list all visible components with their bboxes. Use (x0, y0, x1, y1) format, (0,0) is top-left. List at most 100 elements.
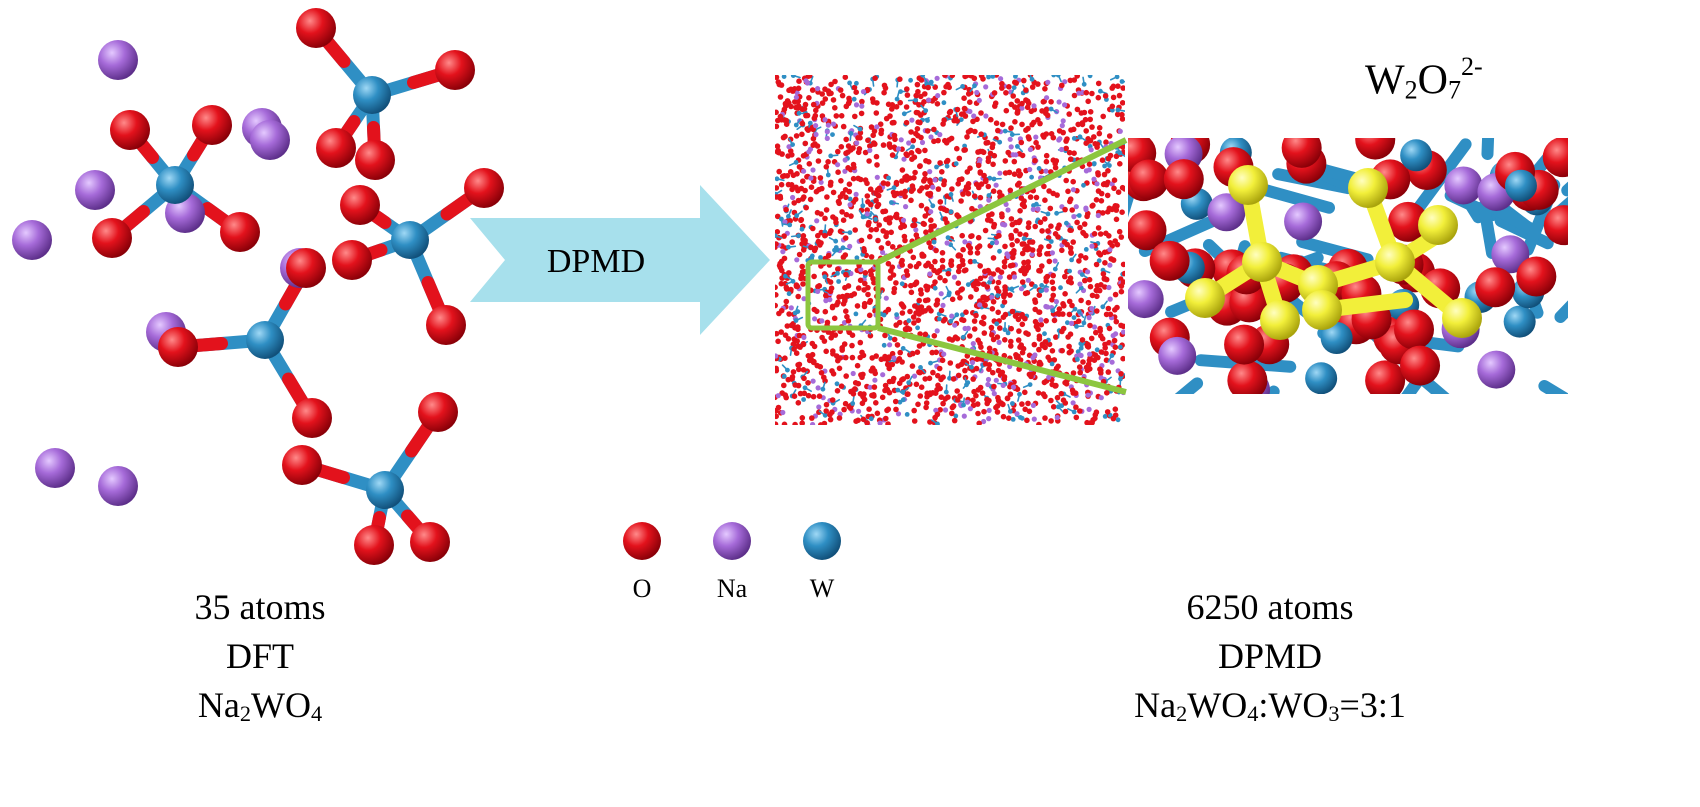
atom-dot (871, 279, 877, 286)
atom-dot (825, 159, 831, 165)
atom-dot (783, 286, 790, 292)
atom-dot (783, 117, 790, 124)
atom-dot (993, 239, 1000, 246)
atom-dot (1120, 85, 1125, 91)
atom-dot (1074, 75, 1080, 79)
atom-dot (932, 177, 938, 183)
atom-dot (1069, 207, 1075, 213)
atom-dot (796, 251, 803, 258)
atom-dot (1017, 208, 1023, 214)
atom-dot (801, 194, 807, 200)
atom-dot (983, 178, 989, 185)
atom-dot (948, 192, 954, 197)
atom-dot (976, 184, 982, 191)
atom-dot (987, 175, 993, 181)
atom-dot (815, 86, 821, 92)
atom-dot (1048, 418, 1054, 424)
atom-dot (901, 156, 907, 162)
atom-dot (1114, 75, 1120, 80)
atom-dot (1025, 331, 1031, 338)
atom-dot (1060, 129, 1066, 136)
atom-dot (864, 207, 870, 213)
atom-dot (1006, 274, 1013, 280)
atom-dot (903, 204, 909, 210)
atom-dot (937, 199, 944, 205)
w2o7-zoom-inset (1128, 138, 1568, 394)
bond (1266, 385, 1280, 394)
atom-dot (865, 291, 871, 298)
atom-dot (1095, 225, 1102, 231)
atom-dot (865, 137, 871, 144)
atom-dot (1009, 308, 1016, 315)
atom-dot (843, 211, 850, 218)
atom-dot (873, 400, 879, 406)
atom-dot (908, 77, 913, 83)
highlight-atom (1418, 205, 1458, 245)
atom-dot (1019, 121, 1025, 128)
atom-dot (963, 309, 969, 316)
atom-dot (792, 421, 798, 425)
atom-dot (1042, 339, 1049, 345)
atom-dot (1023, 87, 1029, 93)
atom-dot (1006, 415, 1012, 422)
atom-dot (1110, 107, 1115, 113)
atom-dot (782, 355, 788, 362)
atom-dot (865, 222, 872, 228)
atom-dot (1097, 252, 1104, 258)
left-caption-method: DFT (225, 636, 294, 676)
atom-dot (1106, 284, 1112, 291)
atom-dot (813, 107, 819, 114)
atom-dot (1095, 212, 1101, 219)
atom-dot (1002, 170, 1009, 176)
atom-dot (822, 117, 828, 123)
atom-dot (1077, 224, 1083, 231)
atom-dot (980, 149, 987, 156)
atom-dot (918, 93, 924, 100)
atom-dot (898, 190, 904, 196)
atom-dot (1062, 79, 1068, 85)
atom-dot (999, 211, 1005, 217)
atom-dot (843, 150, 849, 156)
atom-dot (992, 103, 998, 109)
atom-dot (1036, 309, 1043, 316)
atom-dot (1034, 321, 1040, 328)
atom-dot (961, 95, 967, 101)
atom-dot (820, 386, 826, 392)
atom-dot (1113, 216, 1120, 223)
atom-dot (1001, 259, 1008, 265)
atom-dot (967, 406, 974, 412)
atom-dot (835, 169, 841, 175)
bond (1481, 138, 1495, 160)
atom-dot (973, 365, 980, 372)
atom-dot (1110, 415, 1117, 422)
oxygen-atom (1128, 159, 1169, 200)
atom-dot (786, 311, 792, 317)
atom-dot (986, 366, 992, 373)
atom-dot (866, 312, 873, 319)
atom-dot (998, 76, 1004, 82)
atom-dot (906, 380, 912, 385)
atom-dot (922, 176, 928, 182)
atom-dot (988, 275, 994, 281)
atom-dot (839, 92, 846, 99)
atom-dot (964, 134, 970, 140)
atom-dot (949, 75, 956, 79)
zoom-line-top (876, 137, 1128, 265)
atom-dot (1048, 239, 1054, 244)
atom-dot (1027, 146, 1033, 153)
atom-dot (851, 291, 858, 297)
atom-dot (857, 130, 864, 136)
atom-dot (962, 75, 968, 80)
sodium-atom (1491, 235, 1530, 274)
atom-dot (858, 237, 865, 244)
atom-dot (875, 186, 881, 193)
atom-dot (801, 296, 807, 302)
atom-dot (951, 274, 958, 280)
atom-dot (1119, 116, 1125, 122)
atom-dot (1100, 304, 1106, 310)
atom-dot (1087, 137, 1094, 144)
atom-dot (997, 274, 1003, 280)
atom-dot (843, 354, 849, 361)
atom-dot (1063, 177, 1069, 184)
atom-dot (1006, 84, 1012, 90)
